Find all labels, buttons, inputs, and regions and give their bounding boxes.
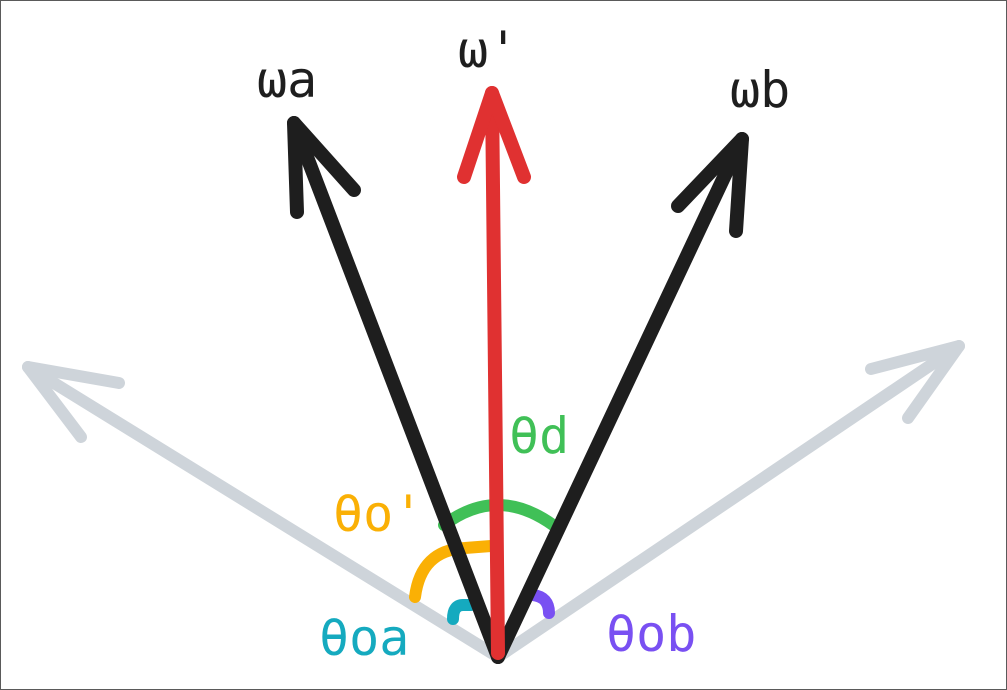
label-theta-d: θd xyxy=(509,407,569,465)
label-wb: ωb xyxy=(730,61,790,119)
label-w-prime: ω' xyxy=(458,21,518,79)
gray-left-vector xyxy=(22,361,504,663)
label-theta-oa: θoa xyxy=(319,609,409,667)
wb-vector xyxy=(491,132,749,664)
theta-ob-arc xyxy=(527,589,555,619)
label-theta-o-prime: θo' xyxy=(333,485,423,543)
label-wa: ωa xyxy=(257,51,317,109)
label-theta-ob: θob xyxy=(606,605,696,663)
theta-oa-arc xyxy=(447,599,477,625)
gray-right-vector xyxy=(492,340,965,663)
wa-vector xyxy=(287,116,505,664)
w-prime-vector xyxy=(457,86,531,660)
